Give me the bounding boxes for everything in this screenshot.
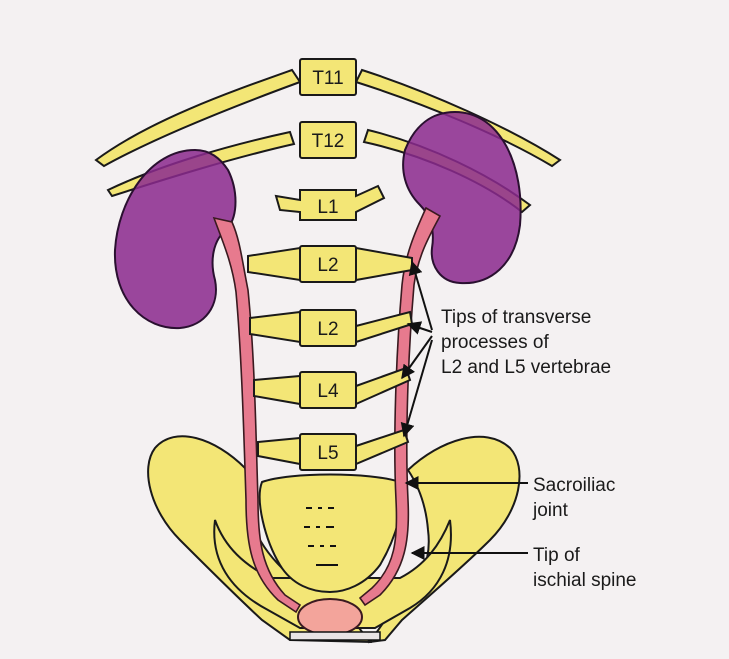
vertebra-l2: L2: [248, 246, 412, 282]
vertebra-label-l4: L4: [317, 381, 339, 402]
label-ischial-line-2: ischial spine: [533, 570, 637, 591]
vertebra-label-l5: L5: [317, 443, 338, 464]
vertebra-label-t11: T11: [312, 68, 343, 89]
label-sacroiliac-line-2: joint: [532, 500, 569, 521]
vertebra-l3: L2: [250, 310, 412, 346]
vertebra-t12: T12: [300, 122, 356, 158]
vertebra-l5: L5: [258, 430, 408, 470]
vertebra-l4: L4: [254, 368, 410, 408]
label-sacroiliac-line-1: Sacroiliac: [533, 475, 615, 496]
vertebra-label-l1: L1: [317, 197, 338, 218]
vertebra-l1: L1: [276, 186, 384, 220]
bladder: [298, 599, 362, 635]
vertebra-label-t12: T12: [312, 131, 345, 152]
vertebra-t11: T11: [300, 59, 356, 95]
label-transverse-line-2: processes of: [441, 332, 549, 353]
vertebral-column: T11 T12 L1 L2 L2 L4: [248, 59, 412, 470]
arrow-l3-tip: [408, 324, 432, 332]
right-kidney: [115, 150, 236, 328]
label-transverse-line-1: Tips of transverse: [441, 307, 591, 328]
arrow-l2-tip: [412, 262, 432, 330]
pubic-symphysis: [290, 632, 380, 640]
vertebra-label-l2: L2: [317, 255, 338, 276]
label-transverse-line-3: L2 and L5 vertebrae: [441, 357, 611, 378]
vertebra-label-l3: L2: [317, 319, 338, 340]
label-ischial-line-1: Tip of: [533, 545, 581, 566]
